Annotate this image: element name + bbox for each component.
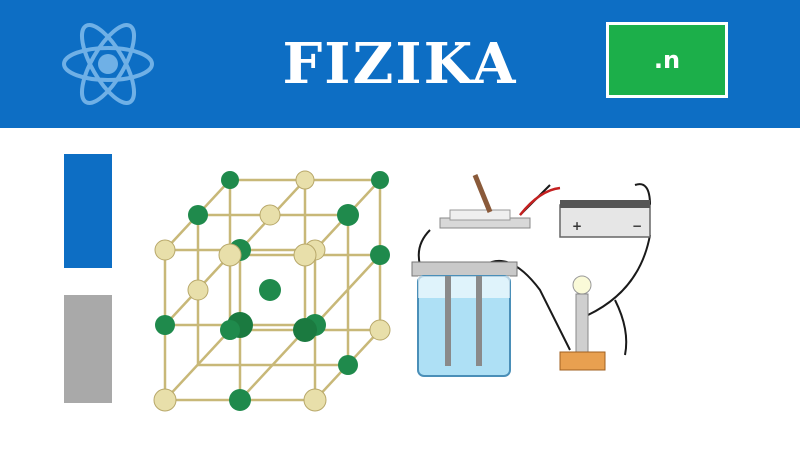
badge-label: .n bbox=[653, 46, 681, 74]
badge-button[interactable]: .n bbox=[606, 22, 728, 98]
battery-plus-label: + bbox=[572, 219, 582, 233]
atom-icon bbox=[62, 23, 154, 105]
crystal-lattice-illustration bbox=[153, 170, 391, 412]
gray-side-block bbox=[64, 295, 112, 403]
blue-side-block bbox=[64, 154, 112, 268]
battery-minus-label: − bbox=[632, 219, 642, 233]
page-title: FIZIKA bbox=[282, 31, 518, 97]
electrolysis-circuit-illustration: + − bbox=[411, 174, 651, 377]
physics-illustration: + − bbox=[153, 170, 651, 412]
header-banner: FIZIKA .n bbox=[0, 0, 800, 128]
